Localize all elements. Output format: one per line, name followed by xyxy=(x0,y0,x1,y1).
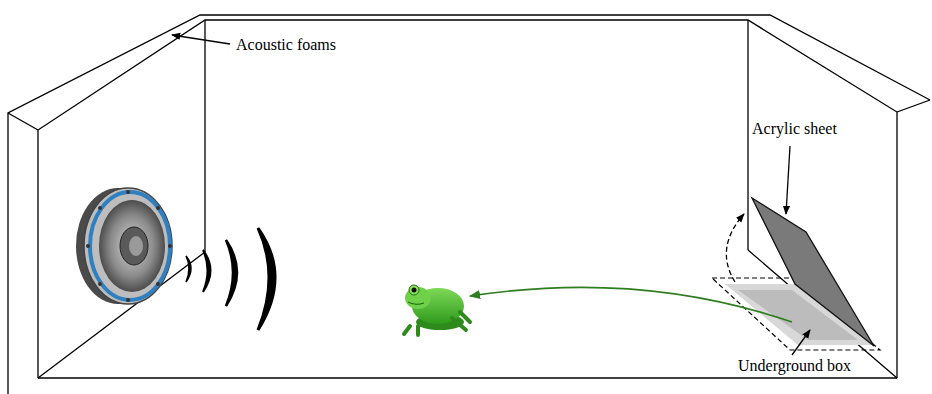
acrylic-sheet xyxy=(752,198,874,346)
leader-line xyxy=(786,146,790,214)
leader-line xyxy=(172,35,230,44)
opening-arrow xyxy=(726,214,744,282)
frog-path-arrow xyxy=(470,287,792,322)
speaker xyxy=(76,188,172,304)
room-outline xyxy=(8,15,930,394)
callout-label: Acoustic foams xyxy=(236,36,336,54)
callout-label: Underground box xyxy=(738,357,851,375)
callout-label: Acrylic sheet xyxy=(752,120,837,138)
leader-line xyxy=(792,330,810,355)
frog xyxy=(404,285,470,335)
sound-waves xyxy=(186,228,275,330)
